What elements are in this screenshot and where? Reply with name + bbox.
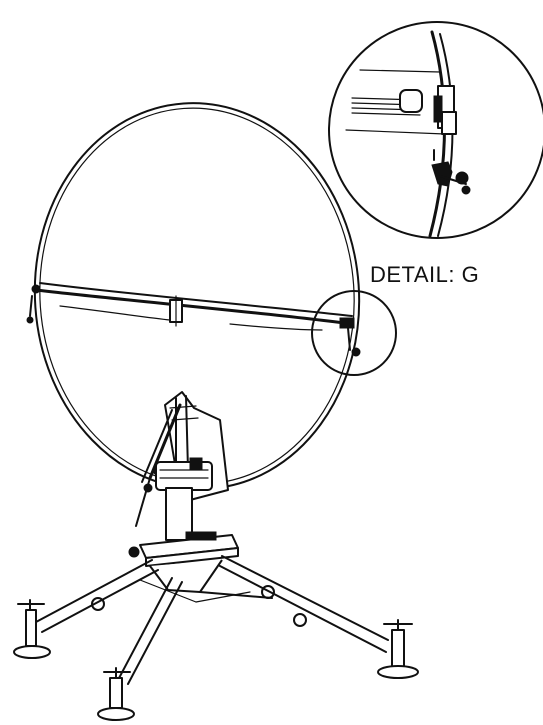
leveling-feet bbox=[13, 599, 419, 721]
dish-reflector bbox=[26, 102, 397, 490]
mast-and-base bbox=[128, 487, 239, 593]
elevation-mount bbox=[135, 391, 229, 527]
detail-circle bbox=[328, 21, 543, 239]
tripod-legs bbox=[35, 555, 389, 685]
detail-g-inset bbox=[328, 21, 543, 239]
detail-g-locator bbox=[311, 290, 397, 376]
detail-g-label: DETAIL: G bbox=[370, 262, 480, 287]
